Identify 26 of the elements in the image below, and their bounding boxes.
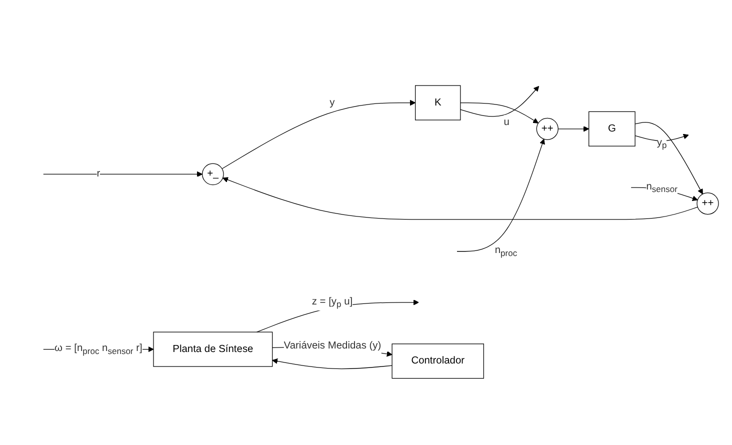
edge-label: ω = [n$_{proc}$ n$_{sensor}$ r] <box>54 342 142 356</box>
arrow <box>222 176 698 220</box>
summing-junction: ++ <box>696 192 719 214</box>
edge-label: u <box>504 116 510 128</box>
arrow <box>460 102 539 124</box>
summing-junction: +_ <box>202 163 224 185</box>
arrow <box>272 358 392 369</box>
block: G <box>588 111 636 146</box>
edge-label: y$_{p}$ <box>656 136 667 150</box>
edge-label: z = [y$_{p}$ u] <box>312 296 353 309</box>
edge-label: y <box>330 96 335 108</box>
arrow <box>43 171 203 177</box>
arrow <box>460 86 540 116</box>
arrow <box>558 126 590 132</box>
edge-label: r <box>96 168 100 180</box>
edge-label: Variáveis Medidas (y) <box>284 340 382 352</box>
block: Controlador <box>392 343 484 378</box>
arrow <box>634 134 689 141</box>
arrow <box>634 122 703 194</box>
edge-label: n$_{proc}$ <box>494 244 518 258</box>
arrow <box>456 138 545 252</box>
edge-label: n$_{sensor}$ <box>646 180 678 194</box>
block: Planta de Síntese <box>153 332 273 367</box>
summing-junction: ++ <box>536 118 558 140</box>
arrow <box>222 100 416 169</box>
block: K <box>415 85 461 120</box>
